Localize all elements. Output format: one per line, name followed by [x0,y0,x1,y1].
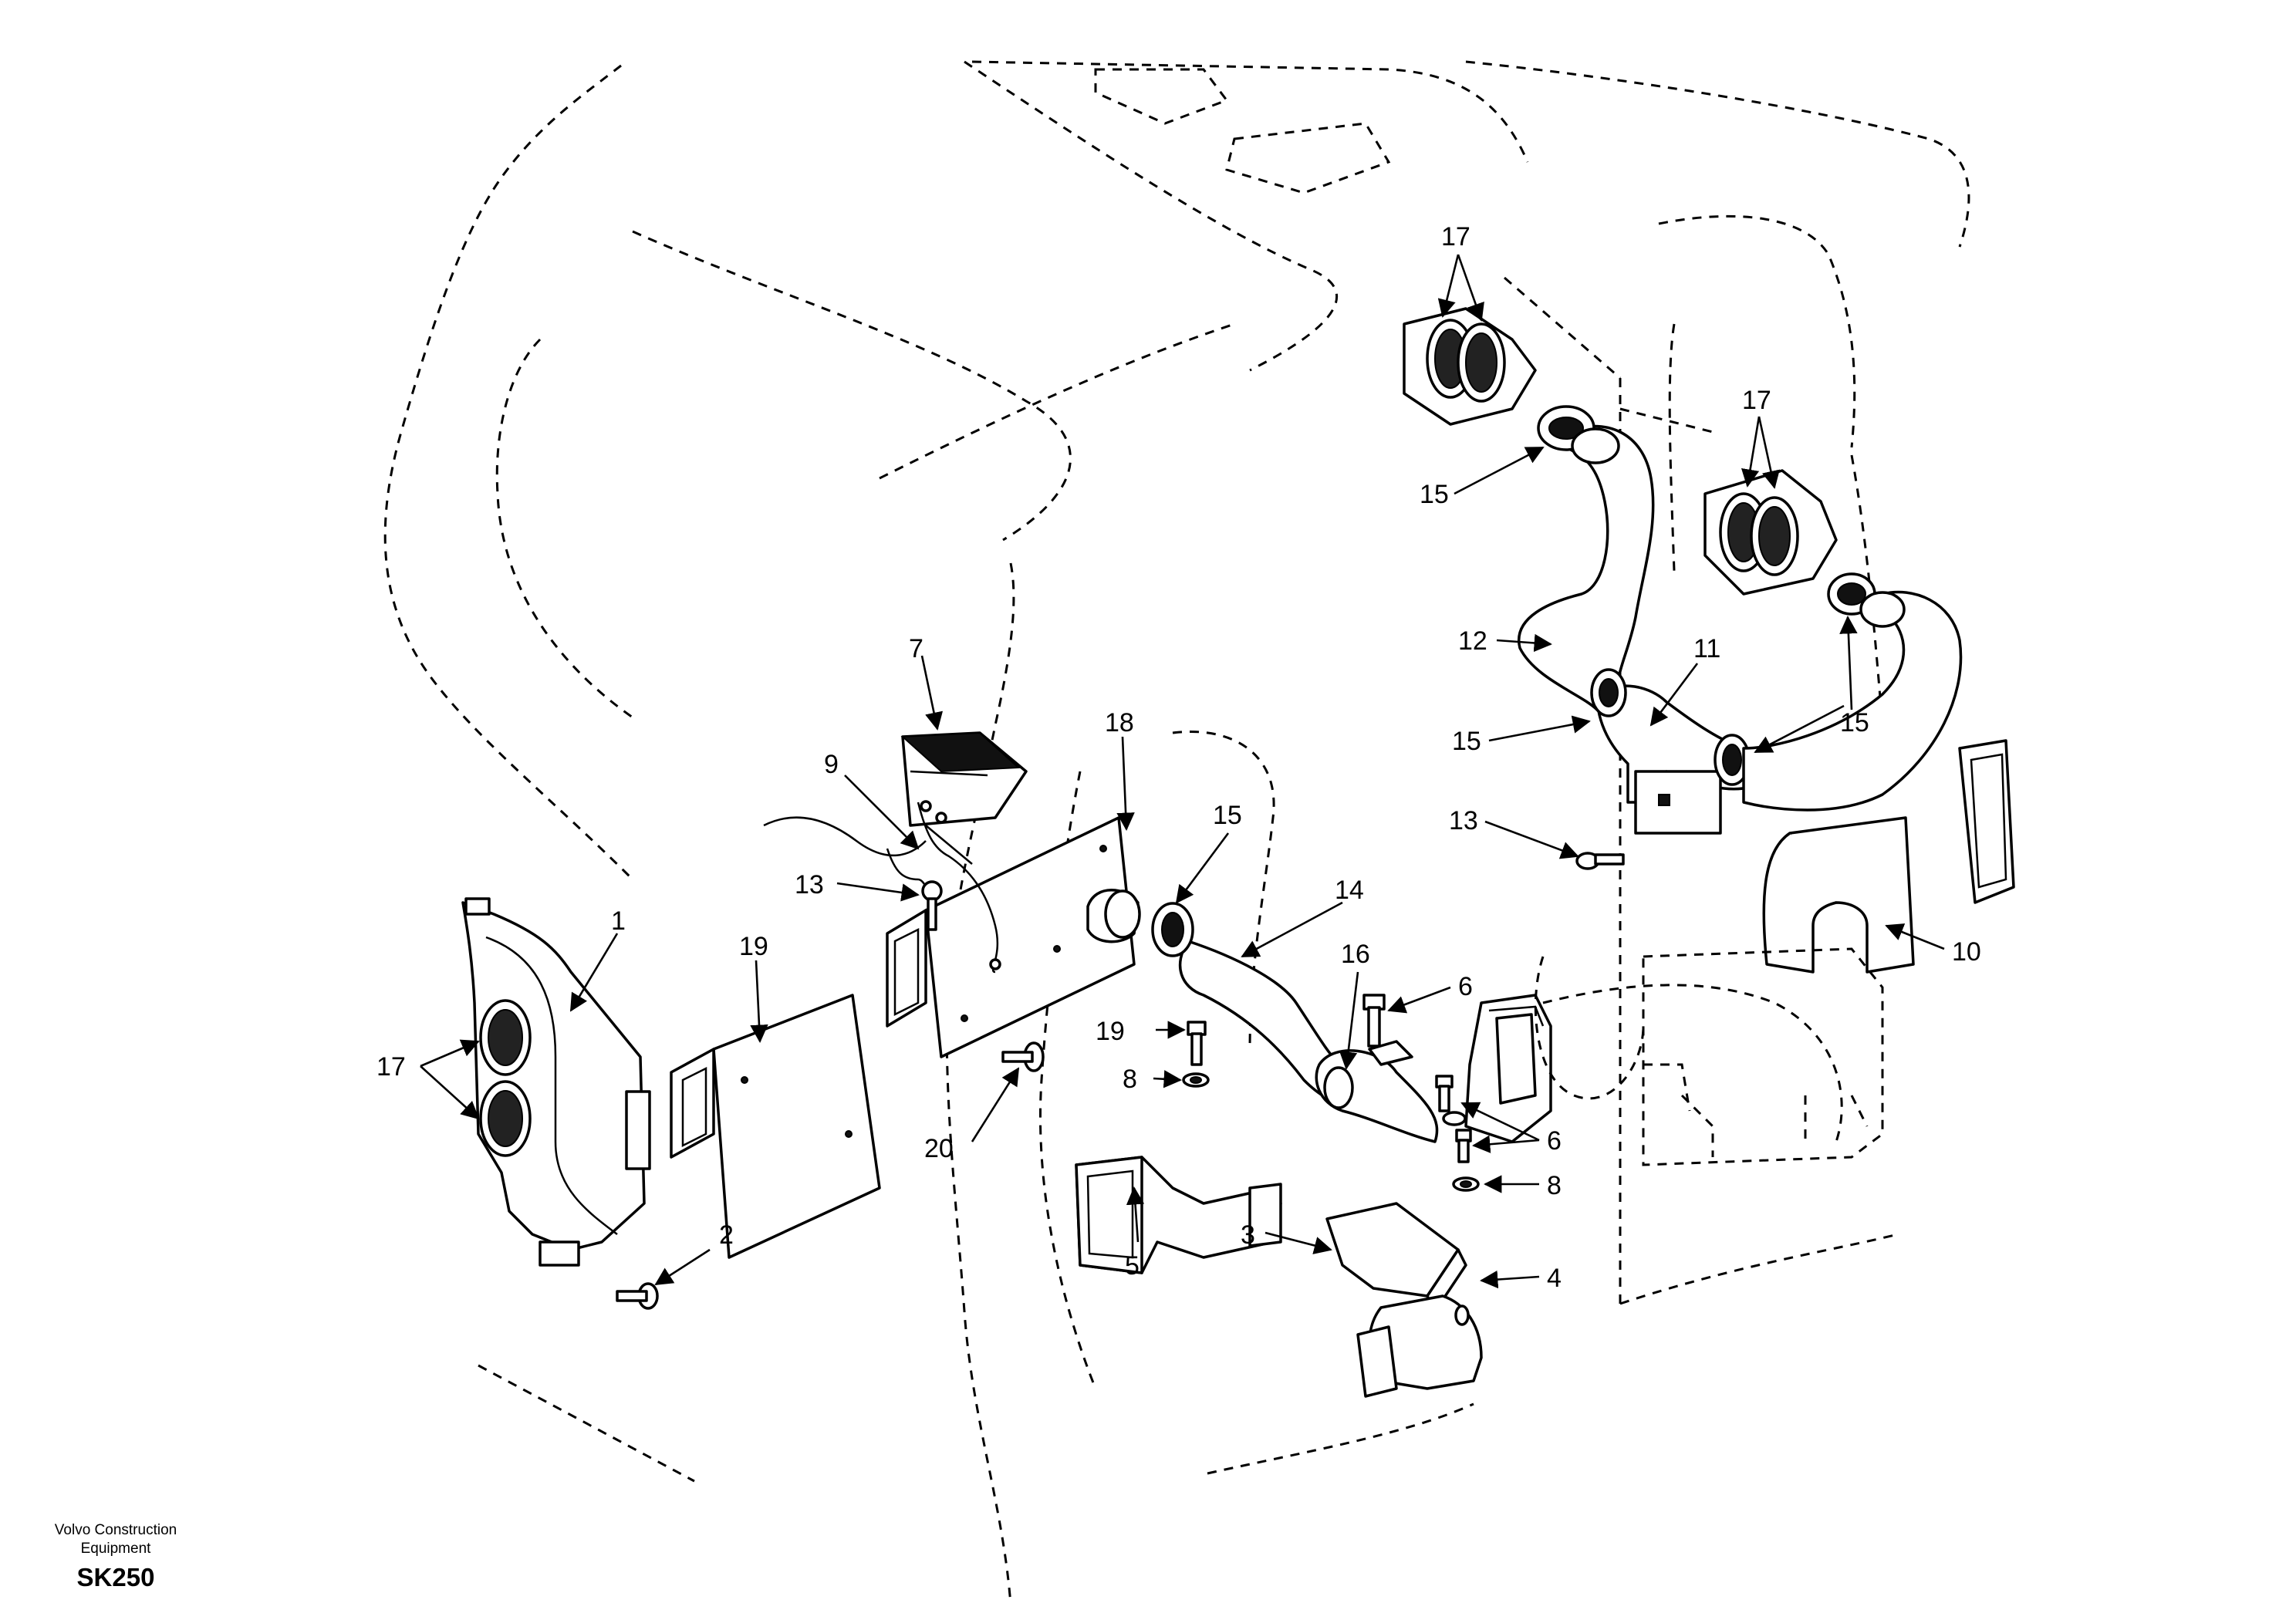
junction-11 [1595,684,1753,835]
callout-15-junction: 15 [1452,727,1481,756]
callout-19-right: 19 [1096,1017,1125,1046]
callout-7: 7 [909,634,923,663]
duct-part-6 [1464,994,1552,1143]
left-vent-housing [461,897,651,1267]
callout-18: 18 [1105,708,1134,737]
brand-line-1: Volvo Construction [54,1522,177,1538]
vent-grilles-upper-right [1703,469,1838,596]
callout-17-left: 17 [376,1052,406,1082]
vent-grille-left-upper [479,999,532,1076]
vent-grille-left-lower [479,1080,532,1157]
callout-17-top-left: 17 [1441,222,1470,251]
hose-12 [1517,424,1655,711]
hose-clamp-15-junction-left [1590,668,1627,717]
callout-17-top-right: 17 [1742,386,1771,415]
callout-8-right-text: 8 [1547,1171,1562,1200]
panel-19 [670,994,881,1259]
duct-elbow-4 [1356,1294,1483,1398]
callout-12: 12 [1458,626,1487,656]
hose-clamp-15-center [1151,902,1194,957]
bracket-3 [1325,1202,1467,1313]
washer-8-left [1182,1072,1210,1088]
model-label: SK250 [76,1563,155,1591]
callout-8-left-text: 8 [1123,1065,1137,1094]
screw-2 [616,1282,659,1310]
callout-leaders [420,254,1945,1289]
screw-13-left [921,880,943,931]
wire-harness-9 [763,800,1001,974]
callout-1: 1 [611,906,626,936]
brand-line-2: Equipment [80,1541,151,1557]
brand-label: Volvo Construction Equipment [0,1521,231,1558]
callout-10: 10 [1952,937,1981,967]
bolts-6-pair [1435,1075,1472,1163]
hose-clamp-15-junction-right [1714,734,1751,786]
elbow-16 [1315,1040,1439,1143]
callout-9-main: 9 [824,750,839,779]
cab-outline-dashed [383,60,1970,1605]
hose-clamp-15-right-top [1827,572,1906,628]
blower-unit-dashed [1534,947,1884,1166]
callout-13-right: 13 [1449,806,1478,835]
screw-13-right [1575,852,1625,870]
callout-numbers: 17 17 17 15 12 11 15 15 13 10 7 9 9 9 9 … [376,222,1981,1293]
callout-6-top: 6 [1458,972,1473,1001]
callout-5: 5 [1125,1251,1140,1281]
callout-13-left: 13 [795,870,824,899]
duct-elbow-10 [1762,739,2015,974]
hose-clamp-15-top [1537,405,1620,464]
screw-20 [1001,1041,1045,1072]
callout-16: 16 [1341,940,1370,969]
callout-4: 4 [1547,1264,1562,1293]
callout-15-right: 15 [1840,708,1869,737]
panel-18 [886,816,1136,1058]
callout-15-center: 15 [1213,801,1242,830]
callout-6-right: 6 [1547,1126,1562,1156]
bolt-6-top [1362,994,1386,1048]
callout-15-top: 15 [1420,480,1449,509]
hose-right [1742,590,1963,812]
callout-2: 2 [719,1220,734,1250]
callout-14-label: 14 [1335,876,1364,905]
vent-grilles-upper-left [1403,307,1537,426]
washer-8-right [1452,1176,1480,1192]
callout-20: 20 [924,1134,954,1163]
callout-11: 11 [1693,634,1720,663]
bolt-19-right [1187,1021,1207,1066]
duct-5 [1075,1156,1282,1274]
callout-3: 3 [1241,1220,1255,1250]
switch-unit-7 [900,731,1028,827]
callout-19-left: 19 [739,932,768,961]
